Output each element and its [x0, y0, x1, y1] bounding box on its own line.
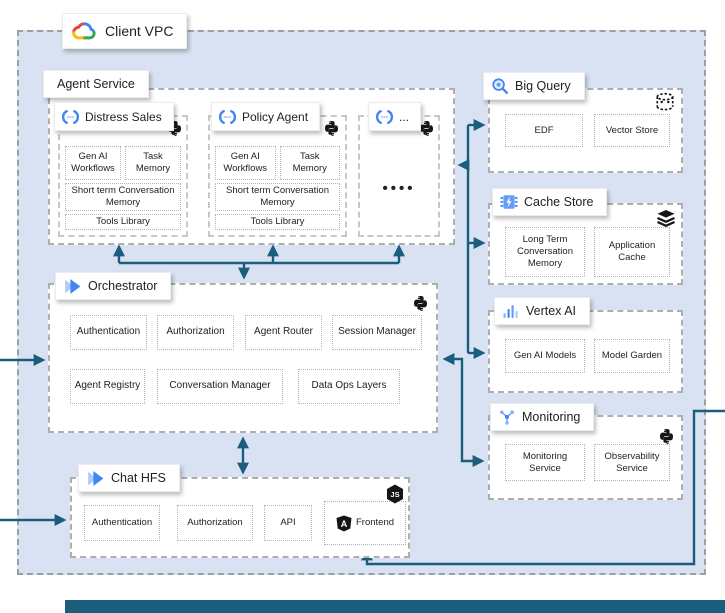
- monitoring-label: Monitoring: [490, 403, 595, 431]
- vertexai-bars-icon: [502, 303, 520, 319]
- agent-label-more: ...: [368, 102, 422, 131]
- client-vpc-label: Client VPC: [62, 13, 188, 49]
- agent-item: Gen AI Workflows: [215, 146, 276, 180]
- agent-label-distress-sales: Distress Sales: [54, 102, 174, 131]
- big-query-section: EDF Vector Store: [488, 88, 683, 173]
- more-agents-dots: ••••: [382, 179, 416, 197]
- angular-shield-icon: [336, 515, 352, 532]
- big-query-item: EDF: [505, 114, 583, 147]
- cache-store-item: Application Cache: [594, 227, 670, 277]
- vertex-ai-item: Gen AI Models: [505, 339, 585, 373]
- agent-item: Task Memory: [279, 146, 340, 180]
- agent-name: ...: [399, 109, 410, 124]
- orchestrator-section: Authentication Authorization Agent Route…: [48, 283, 438, 433]
- network-hub-icon: [498, 408, 516, 426]
- monitoring-item: Observability Service: [594, 444, 670, 481]
- vertex-ai-label: Vertex AI: [494, 297, 591, 325]
- layer-stack-icon: [656, 209, 676, 227]
- agent-item: Task Memory: [125, 146, 181, 180]
- orchestrator-label-text: Orchestrator: [88, 279, 158, 293]
- orchestrator-item: Data Ops Layers: [298, 369, 400, 404]
- agent-item: Tools Library: [215, 214, 340, 230]
- agent-item: Gen AI Workflows: [65, 146, 121, 180]
- vertex-ai-label-text: Vertex AI: [526, 304, 577, 318]
- orchestrator-label: Orchestrator: [55, 272, 172, 300]
- agent-item: Short term Conversation Memory: [65, 183, 181, 212]
- chat-hfs-item: API: [264, 505, 312, 541]
- orchestrator-item: Agent Router: [245, 315, 322, 350]
- agent-label-policy-agent: Policy Agent: [211, 102, 321, 131]
- cache-store-label-text: Cache Store: [524, 195, 594, 209]
- orchestrator-item: Authentication: [70, 315, 147, 350]
- agent-item: Tools Library: [65, 214, 181, 230]
- cache-store-section: Long Term Conversation Memory Applicatio…: [488, 203, 683, 285]
- dashed-database-icon: [654, 92, 676, 112]
- big-query-label: Big Query: [483, 72, 585, 100]
- python-icon: [412, 295, 429, 312]
- monitoring-label-text: Monitoring: [522, 410, 581, 424]
- cache-store-label: Cache Store: [492, 188, 608, 216]
- chat-hfs-item: Authorization: [177, 505, 253, 541]
- chat-hfs-item-frontend: Frontend: [324, 501, 406, 545]
- vertex-ai-section: Gen AI Models Model Garden: [488, 310, 683, 393]
- bigquery-lens-icon: [491, 77, 509, 95]
- client-vpc-title: Client VPC: [105, 23, 174, 39]
- agent-card-distress-sales: Gen AI Workflows Task Memory Short term …: [58, 115, 188, 237]
- orchestrator-item: Conversation Manager: [157, 369, 283, 404]
- monitoring-item: Monitoring Service: [505, 444, 585, 481]
- chat-hfs-label-text: Chat HFS: [111, 471, 166, 485]
- orchestrator-item: Session Manager: [332, 315, 422, 350]
- agent-name: Distress Sales: [85, 109, 162, 124]
- agent-brackets-icon: [61, 109, 80, 125]
- vertex-ai-item: Model Garden: [594, 339, 670, 373]
- agent-item: Short term Conversation Memory: [215, 183, 340, 212]
- agent-brackets-icon: [375, 109, 394, 125]
- agent-service-label-text: Agent Service: [57, 77, 135, 91]
- agent-service-label: Agent Service: [43, 70, 149, 98]
- python-icon: [658, 428, 675, 445]
- orchestrator-item: Agent Registry: [70, 369, 145, 404]
- agent-card-more: ••••: [358, 115, 440, 237]
- frontend-label: Frontend: [355, 517, 395, 529]
- chat-hfs-label: Chat HFS: [78, 464, 180, 492]
- memorystore-chip-icon: [500, 193, 518, 211]
- big-query-label-text: Big Query: [515, 79, 571, 93]
- agent-name: Policy Agent: [242, 109, 309, 124]
- agent-card-policy-agent: Gen AI Workflows Task Memory Short term …: [208, 115, 347, 237]
- chevrons-icon: [63, 278, 82, 295]
- bottom-bar: [65, 600, 725, 613]
- agent-brackets-icon: [218, 109, 237, 125]
- gcp-cloud-icon: [70, 22, 97, 41]
- orchestrator-item: Authorization: [157, 315, 234, 350]
- chat-hfs-item: Authentication: [84, 505, 160, 541]
- cache-store-item: Long Term Conversation Memory: [505, 227, 585, 277]
- nodejs-hexagon-icon: [386, 484, 404, 504]
- big-query-item: Vector Store: [594, 114, 670, 147]
- python-icon: [323, 120, 340, 137]
- chevrons-icon: [86, 470, 105, 487]
